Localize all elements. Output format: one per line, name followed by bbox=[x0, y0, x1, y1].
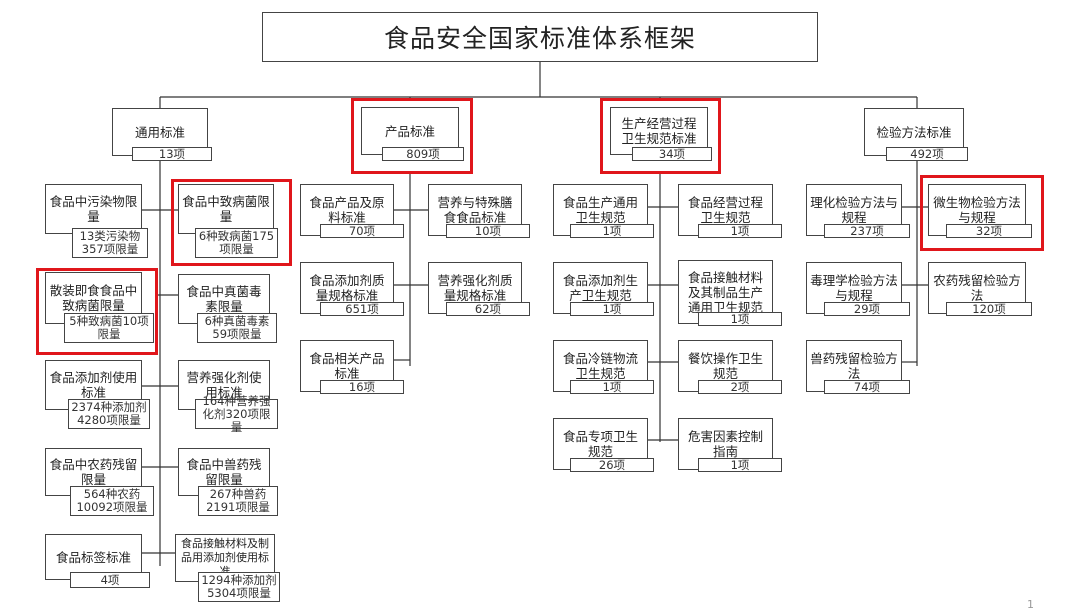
highlight-frame bbox=[920, 175, 1044, 251]
item-count: 164种营养强化剂320项限量 bbox=[195, 394, 278, 433]
item-count: 13类污染物357项限量 bbox=[72, 228, 148, 258]
item-count: 32项 bbox=[946, 224, 1032, 238]
item-label: 食品接触材料及制品用添加剂使用标准 bbox=[181, 537, 269, 578]
page-number: 1 bbox=[1027, 598, 1034, 611]
item-count: 26项 bbox=[570, 458, 654, 472]
item-label: 食品中污染物限量 bbox=[49, 194, 138, 224]
item-count: 4项 bbox=[70, 572, 150, 588]
item-count: 1项 bbox=[698, 458, 782, 472]
item-label: 食品冷链物流卫生规范 bbox=[562, 351, 638, 381]
item-label: 营养强化剂质量规格标准 bbox=[437, 273, 513, 303]
page-title: 食品安全国家标准体系框架 bbox=[262, 12, 818, 62]
item-label: 营养与特殊膳食食品标准 bbox=[437, 195, 513, 225]
item-count: 2项 bbox=[698, 380, 782, 394]
item-label: 食品添加剂质量规格标准 bbox=[309, 273, 385, 303]
item-count: 2374种添加剂4280项限量 bbox=[68, 399, 150, 429]
item-label: 食品中兽药残留限量 bbox=[186, 457, 262, 487]
category-count: 492项 bbox=[886, 147, 968, 161]
item-label: 食品经营过程卫生规范 bbox=[687, 195, 763, 225]
highlight-frame bbox=[36, 268, 158, 355]
item-label: 食品添加剂生产卫生规范 bbox=[562, 273, 638, 303]
item-label: 理化检验方法与规程 bbox=[810, 195, 898, 225]
item-label: 食品中农药残留限量 bbox=[49, 457, 138, 487]
item-count: 1项 bbox=[570, 380, 654, 394]
item-label: 危害因素控制指南 bbox=[687, 429, 763, 459]
item-label: 农药残留检验方法 bbox=[933, 273, 1021, 303]
item-label: 食品生产通用卫生规范 bbox=[562, 195, 638, 225]
item-count: 5种致病菌10项限量 bbox=[64, 313, 154, 343]
item-label: 食品中真菌毒素限量 bbox=[186, 284, 262, 314]
item-count: 74项 bbox=[824, 380, 910, 394]
item-count: 6种致病菌175项限量 bbox=[195, 228, 278, 258]
category-label: 产品标准 bbox=[384, 123, 435, 139]
item-count: 1项 bbox=[698, 224, 782, 238]
item-count: 651项 bbox=[320, 302, 404, 316]
item-count: 1294种添加剂5304项限量 bbox=[198, 572, 280, 602]
item-label: 食品专项卫生规范 bbox=[562, 429, 638, 459]
general-item: 食品中农药残留限量 bbox=[45, 448, 142, 496]
category-count: 34项 bbox=[632, 147, 712, 161]
highlight-frame bbox=[351, 98, 473, 174]
item-label: 毒理学检验方法与规程 bbox=[810, 273, 898, 303]
item-label: 餐饮操作卫生规范 bbox=[687, 351, 763, 381]
general-item: 食品中污染物限量 bbox=[45, 184, 142, 234]
highlight-frame bbox=[600, 98, 721, 174]
item-label: 营养强化剂使用标准 bbox=[186, 370, 262, 400]
item-count: 6种真菌毒素59项限量 bbox=[197, 313, 277, 343]
item-label: 食品产品及原料标准 bbox=[309, 195, 385, 225]
item-count: 16项 bbox=[320, 380, 404, 394]
item-count: 1项 bbox=[698, 312, 782, 326]
category-label: 通用标准 bbox=[134, 124, 185, 140]
item-count: 267种兽药2191项限量 bbox=[198, 486, 278, 516]
item-count: 120项 bbox=[946, 302, 1032, 316]
item-count: 62项 bbox=[446, 302, 530, 316]
item-label: 微生物检验方法与规程 bbox=[933, 195, 1021, 225]
item-count: 70项 bbox=[320, 224, 404, 238]
item-count: 1项 bbox=[570, 224, 654, 238]
general-item: 食品中致病菌限量 bbox=[178, 184, 274, 234]
item-count: 237项 bbox=[824, 224, 910, 238]
highlight-frame bbox=[171, 179, 292, 266]
item-count: 1项 bbox=[570, 302, 654, 316]
item-label: 散装即食食品中致病菌限量 bbox=[49, 283, 138, 313]
category-label: 生产经营过程卫生规范标准 bbox=[621, 116, 697, 146]
category-label: 检验方法标准 bbox=[876, 124, 952, 140]
item-label: 食品标签标准 bbox=[55, 549, 131, 565]
category-count: 809项 bbox=[382, 147, 464, 161]
item-count: 10项 bbox=[446, 224, 530, 238]
item-label: 兽药残留检验方法 bbox=[810, 351, 898, 381]
item-count: 29项 bbox=[824, 302, 910, 316]
item-label: 食品相关产品标准 bbox=[309, 351, 385, 381]
item-label: 食品接触材料及其制品生产通用卫生规范 bbox=[687, 269, 763, 315]
item-count: 564种农药10092项限量 bbox=[70, 486, 154, 516]
category-count: 13项 bbox=[132, 147, 212, 161]
item-label: 食品添加剂使用标准 bbox=[49, 370, 138, 400]
item-label: 食品中致病菌限量 bbox=[182, 194, 270, 224]
